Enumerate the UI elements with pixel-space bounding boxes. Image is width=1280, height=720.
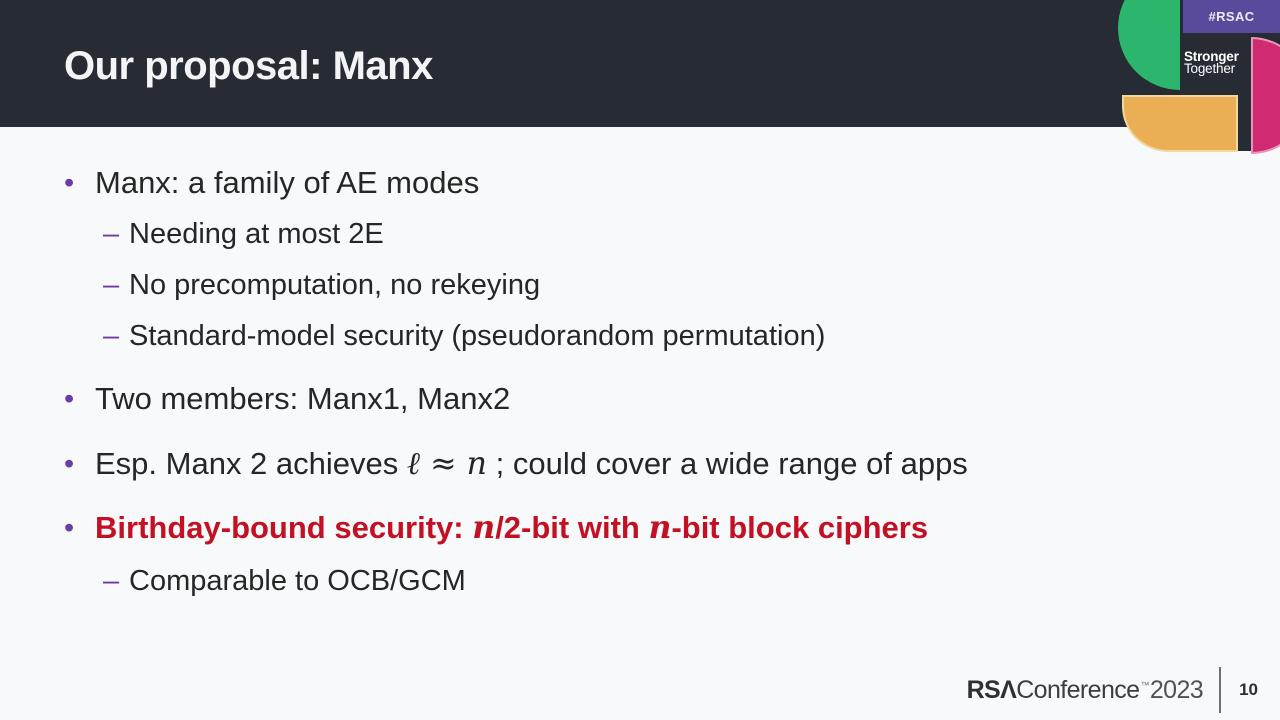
- sub-bullet-text: Needing at most 2E: [129, 218, 384, 250]
- sub-bullet-text: Standard-model security (pseudorandom pe…: [129, 320, 826, 352]
- math-n: n: [472, 509, 496, 546]
- sub-bullet-text: No precomputation, no rekeying: [129, 269, 541, 301]
- sub-bullet-item: – Needing at most 2E: [103, 214, 384, 254]
- bullet-item: • Manx: a family of AE modes: [64, 163, 479, 203]
- header-bar: Our proposal: Manx: [0, 0, 1280, 127]
- bullet-item: • Two members: Manx1, Manx2: [64, 379, 510, 419]
- tagline-line2: Together: [1184, 60, 1235, 76]
- bullet-text: Manx: a family of AE modes: [95, 165, 480, 200]
- math-n: n: [466, 446, 488, 482]
- tagline-line1: Stronger: [1184, 49, 1239, 64]
- slide-title: Our proposal: Manx: [64, 44, 433, 88]
- logo-orange-quarter: [1122, 95, 1238, 152]
- dash-icon: –: [103, 565, 120, 597]
- dash-icon: –: [103, 218, 120, 250]
- bullet-item: • Esp. Manx 2 achieves ℓ ≈ n ; could cov…: [64, 444, 968, 484]
- rsa-conference-logo: RSΛ Conference ™ 2023: [966, 675, 1204, 705]
- sub-bullet-item: – No precomputation, no rekeying: [103, 265, 540, 305]
- footer-divider: [1219, 667, 1222, 713]
- sub-bullet-item: – Standard-model security (pseudorandom …: [103, 316, 825, 356]
- year-logo-text: 2023: [1149, 675, 1204, 704]
- page-number: 10: [1239, 680, 1258, 699]
- math-n: n: [648, 509, 672, 546]
- bullet-dot-icon: •: [64, 383, 75, 415]
- sub-bullet-text: Comparable to OCB/GCM: [129, 565, 466, 597]
- rsa-logo-text: RSΛ: [966, 675, 1017, 704]
- math-ell: ℓ: [406, 446, 421, 482]
- dash-icon: –: [103, 269, 120, 301]
- math-approx: ≈: [420, 446, 467, 482]
- logo-pink-semicircle: [1251, 37, 1280, 154]
- logo-dark-strip: [1238, 0, 1251, 151]
- bullet-dot-icon: •: [64, 167, 75, 199]
- stronger-together-tagline: Stronger Together: [1184, 49, 1239, 76]
- bullet-dot-icon: •: [64, 448, 75, 480]
- trademark-symbol: ™: [1140, 679, 1149, 690]
- conference-logo-text: Conference: [1016, 675, 1140, 704]
- bullet-text: Two members: Manx1, Manx2: [95, 381, 511, 416]
- bullet-text: Birthday-bound security: n/2-bit with n-…: [95, 509, 929, 546]
- bullet-dot-icon: •: [64, 512, 75, 544]
- bullet-item-red-emphasis: • Birthday-bound security: n/2-bit with …: [64, 508, 928, 548]
- rsac-hashtag-badge: #RSAC: [1183, 0, 1280, 33]
- footer: RSΛ Conference ™ 2023 10: [967, 667, 1258, 713]
- sub-bullet-item: – Comparable to OCB/GCM: [103, 561, 466, 601]
- dash-icon: –: [103, 320, 120, 352]
- bullet-text: Esp. Manx 2 achieves ℓ ≈ n ; could cover…: [95, 446, 968, 482]
